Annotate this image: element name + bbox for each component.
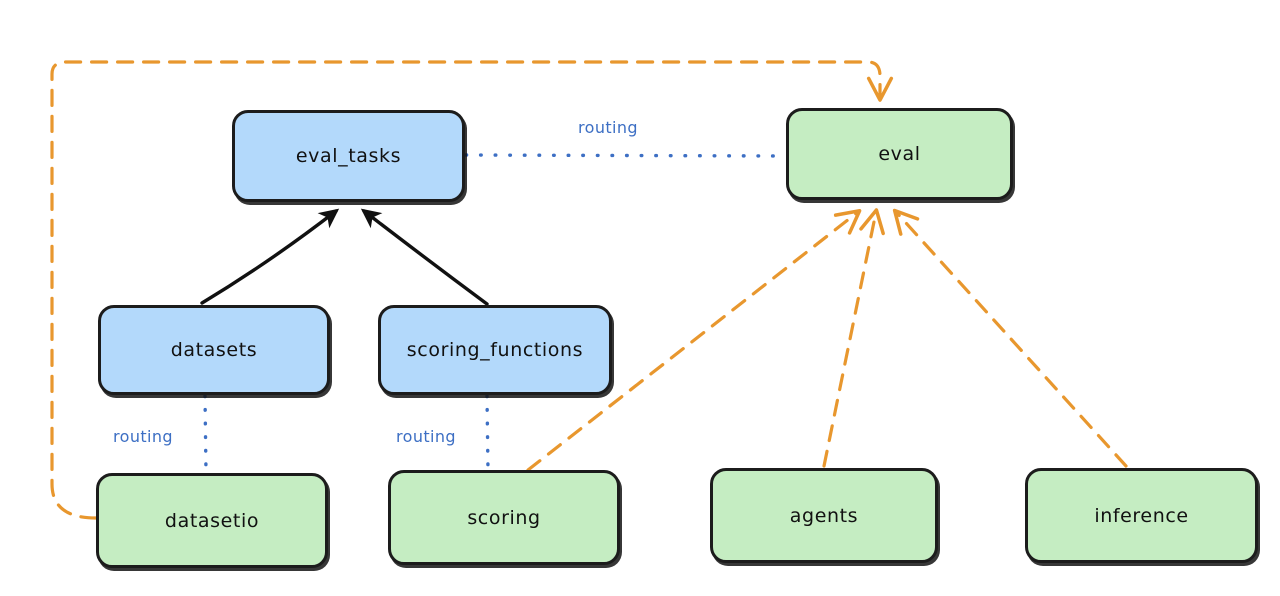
node-eval[interactable]: eval [786,108,1013,200]
node-label-inference: inference [1094,504,1189,527]
node-label-datasets: datasets [170,339,258,361]
edge-datasets-eval_tasks [200,208,340,305]
node-label-scoring: scoring [467,506,541,529]
node-agents[interactable]: agents [710,468,938,563]
node-datasets[interactable]: datasets [98,305,330,395]
edge-scoring_functions-eval_tasks [360,208,489,306]
edge-eval_tasks-eval [464,153,786,158]
edge-label-routing-eval-tasks-eval: routing [578,118,638,137]
node-label-eval: eval [878,143,921,165]
node-label-eval-tasks: eval_tasks [295,145,402,167]
node-inference[interactable]: inference [1025,468,1258,563]
edge-datasets-datasetio [203,394,208,475]
node-datasetio[interactable]: datasetio [96,473,328,568]
edge-label-routing-scoring-functions-scoring: routing [396,427,456,446]
edge-scoring_functions-scoring [485,394,490,473]
edge-inference-eval [892,208,1128,468]
node-scoring[interactable]: scoring [388,470,620,565]
node-label-datasetio: datasetio [164,509,260,532]
node-label-scoring-functions: scoring_functions [406,339,584,361]
node-label-agents: agents [789,504,859,527]
edge-agents-eval [822,208,885,468]
edge-datasetio-eval [50,60,894,520]
node-scoring-functions[interactable]: scoring_functions [378,305,612,395]
edge-label-routing-datasets-datasetio: routing [113,427,173,446]
node-eval-tasks[interactable]: eval_tasks [232,110,465,202]
